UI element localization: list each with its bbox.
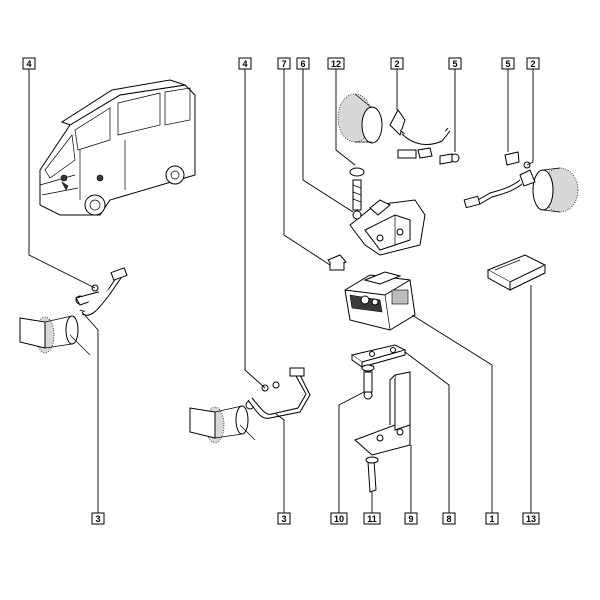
svg-text:1: 1 xyxy=(489,514,494,524)
callout-8: 8 xyxy=(442,512,456,525)
callout-2-right: 2 xyxy=(526,57,540,70)
van-illustration xyxy=(39,79,196,216)
svg-text:2: 2 xyxy=(530,59,535,69)
callout-13: 13 xyxy=(522,512,540,525)
callout-4-top-left: 4 xyxy=(22,57,36,70)
callout-10: 10 xyxy=(330,512,348,525)
callout-9: 9 xyxy=(404,512,418,525)
callout-12: 12 xyxy=(327,57,345,70)
svg-text:4: 4 xyxy=(26,59,31,69)
callout-4-top-middle: 4 xyxy=(238,57,252,70)
callout-7: 7 xyxy=(277,57,291,70)
rear-right-hub-assembly xyxy=(337,93,460,165)
svg-text:10: 10 xyxy=(334,514,344,524)
callout-2-top: 2 xyxy=(390,57,404,70)
leader-lines xyxy=(28,68,534,515)
svg-text:8: 8 xyxy=(446,514,451,524)
callout-6: 6 xyxy=(296,57,310,70)
svg-text:9: 9 xyxy=(408,514,413,524)
svg-text:11: 11 xyxy=(367,514,377,524)
svg-text:13: 13 xyxy=(526,514,536,524)
callout-11: 11 xyxy=(363,512,381,525)
callout-5-right: 5 xyxy=(501,57,515,70)
front-left-hub-assembly xyxy=(19,267,128,356)
mounting-bracket-assembly xyxy=(350,344,411,493)
abs-hydraulic-unit xyxy=(344,271,416,331)
rear-left-hub-assembly xyxy=(189,367,311,444)
callout-5-top: 5 xyxy=(448,57,462,70)
svg-text:12: 12 xyxy=(331,59,341,69)
front-right-hub-assembly xyxy=(463,151,579,213)
callout-3-middle: 3 xyxy=(277,512,291,525)
svg-text:5: 5 xyxy=(452,59,457,69)
callout-3-left: 3 xyxy=(91,512,105,525)
svg-text:5: 5 xyxy=(505,59,510,69)
svg-text:3: 3 xyxy=(281,514,286,524)
svg-text:4: 4 xyxy=(242,59,247,69)
svg-text:3: 3 xyxy=(95,514,100,524)
callout-1: 1 xyxy=(485,512,499,525)
electronic-control-unit xyxy=(486,254,547,291)
svg-text:2: 2 xyxy=(394,59,399,69)
svg-text:7: 7 xyxy=(281,59,286,69)
svg-text:6: 6 xyxy=(300,59,305,69)
hydraulic-unit-bracket xyxy=(327,167,426,271)
